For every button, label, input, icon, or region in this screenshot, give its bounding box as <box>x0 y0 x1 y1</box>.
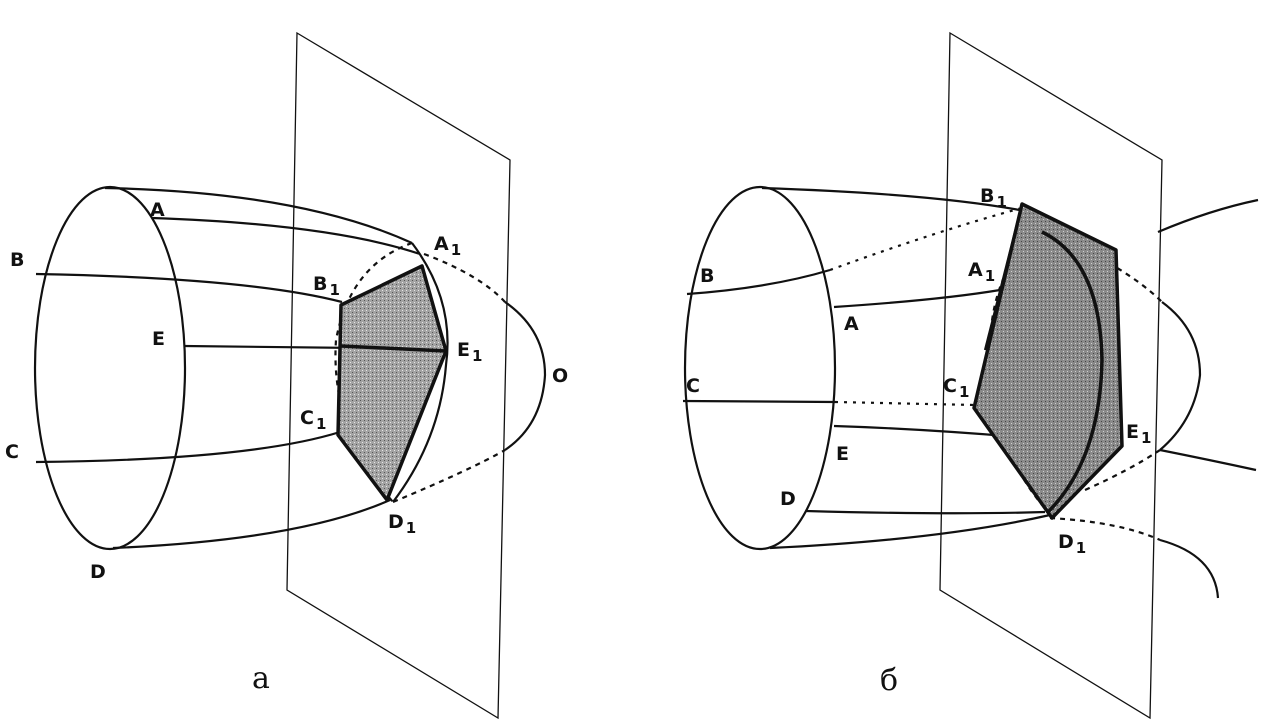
label-e-b: E <box>836 443 849 465</box>
label-a: A <box>150 199 165 221</box>
line-c-c1-b-dotted <box>834 400 976 407</box>
line-bottom-b <box>769 513 1051 550</box>
label-b-b: B <box>700 265 714 287</box>
line-a-a1-b <box>833 288 1001 309</box>
dashed-extension-bottom-a <box>392 449 506 504</box>
outer-curve-bottom-b <box>1159 538 1220 599</box>
line-a-a1 <box>104 186 413 245</box>
label-b: B <box>10 249 24 271</box>
dashed-ext-top-b <box>1099 257 1163 303</box>
base-ellipse-a <box>33 185 187 551</box>
base-ellipse-b <box>683 185 837 551</box>
diagonal-b1-e1 <box>340 344 447 353</box>
outer-curve-top-b <box>1157 198 1259 234</box>
line-b-b1-b <box>686 268 831 296</box>
cutting-plane-a <box>286 31 511 720</box>
label-d-b: D <box>780 488 796 510</box>
label-a-b: A <box>844 313 859 335</box>
line-d-d1-b <box>805 509 1046 515</box>
caption-b: б <box>880 663 898 698</box>
line-b-b1-b-dotted <box>829 206 1023 272</box>
outer-curve-right-b <box>1159 448 1257 472</box>
line-c-c1-b <box>682 399 836 404</box>
line-b-b1 <box>35 272 343 304</box>
section-polygon-a <box>336 264 448 502</box>
label-e: E <box>152 328 165 350</box>
dashed-ext-bottom-b <box>1049 516 1161 542</box>
dashed-extension-top-a <box>423 252 506 303</box>
section-ellipse-a-front <box>392 242 449 503</box>
line-d-d1 <box>112 498 391 550</box>
line-c-c1 <box>35 430 341 464</box>
caption-a: а <box>252 661 270 696</box>
label-c-b: C <box>686 375 700 397</box>
line-top-b <box>761 186 1031 214</box>
section-polygon-b <box>972 202 1124 520</box>
edge-b1-a1 <box>983 203 1024 351</box>
label-o: O <box>552 365 568 387</box>
section-ellipse-b-inside <box>1041 230 1104 514</box>
label-d: D <box>90 561 106 583</box>
label-c: C <box>5 441 19 463</box>
line-a-inner <box>151 216 421 256</box>
apex-curve-o <box>504 301 547 451</box>
outer-curve-apex-b <box>1159 301 1202 451</box>
